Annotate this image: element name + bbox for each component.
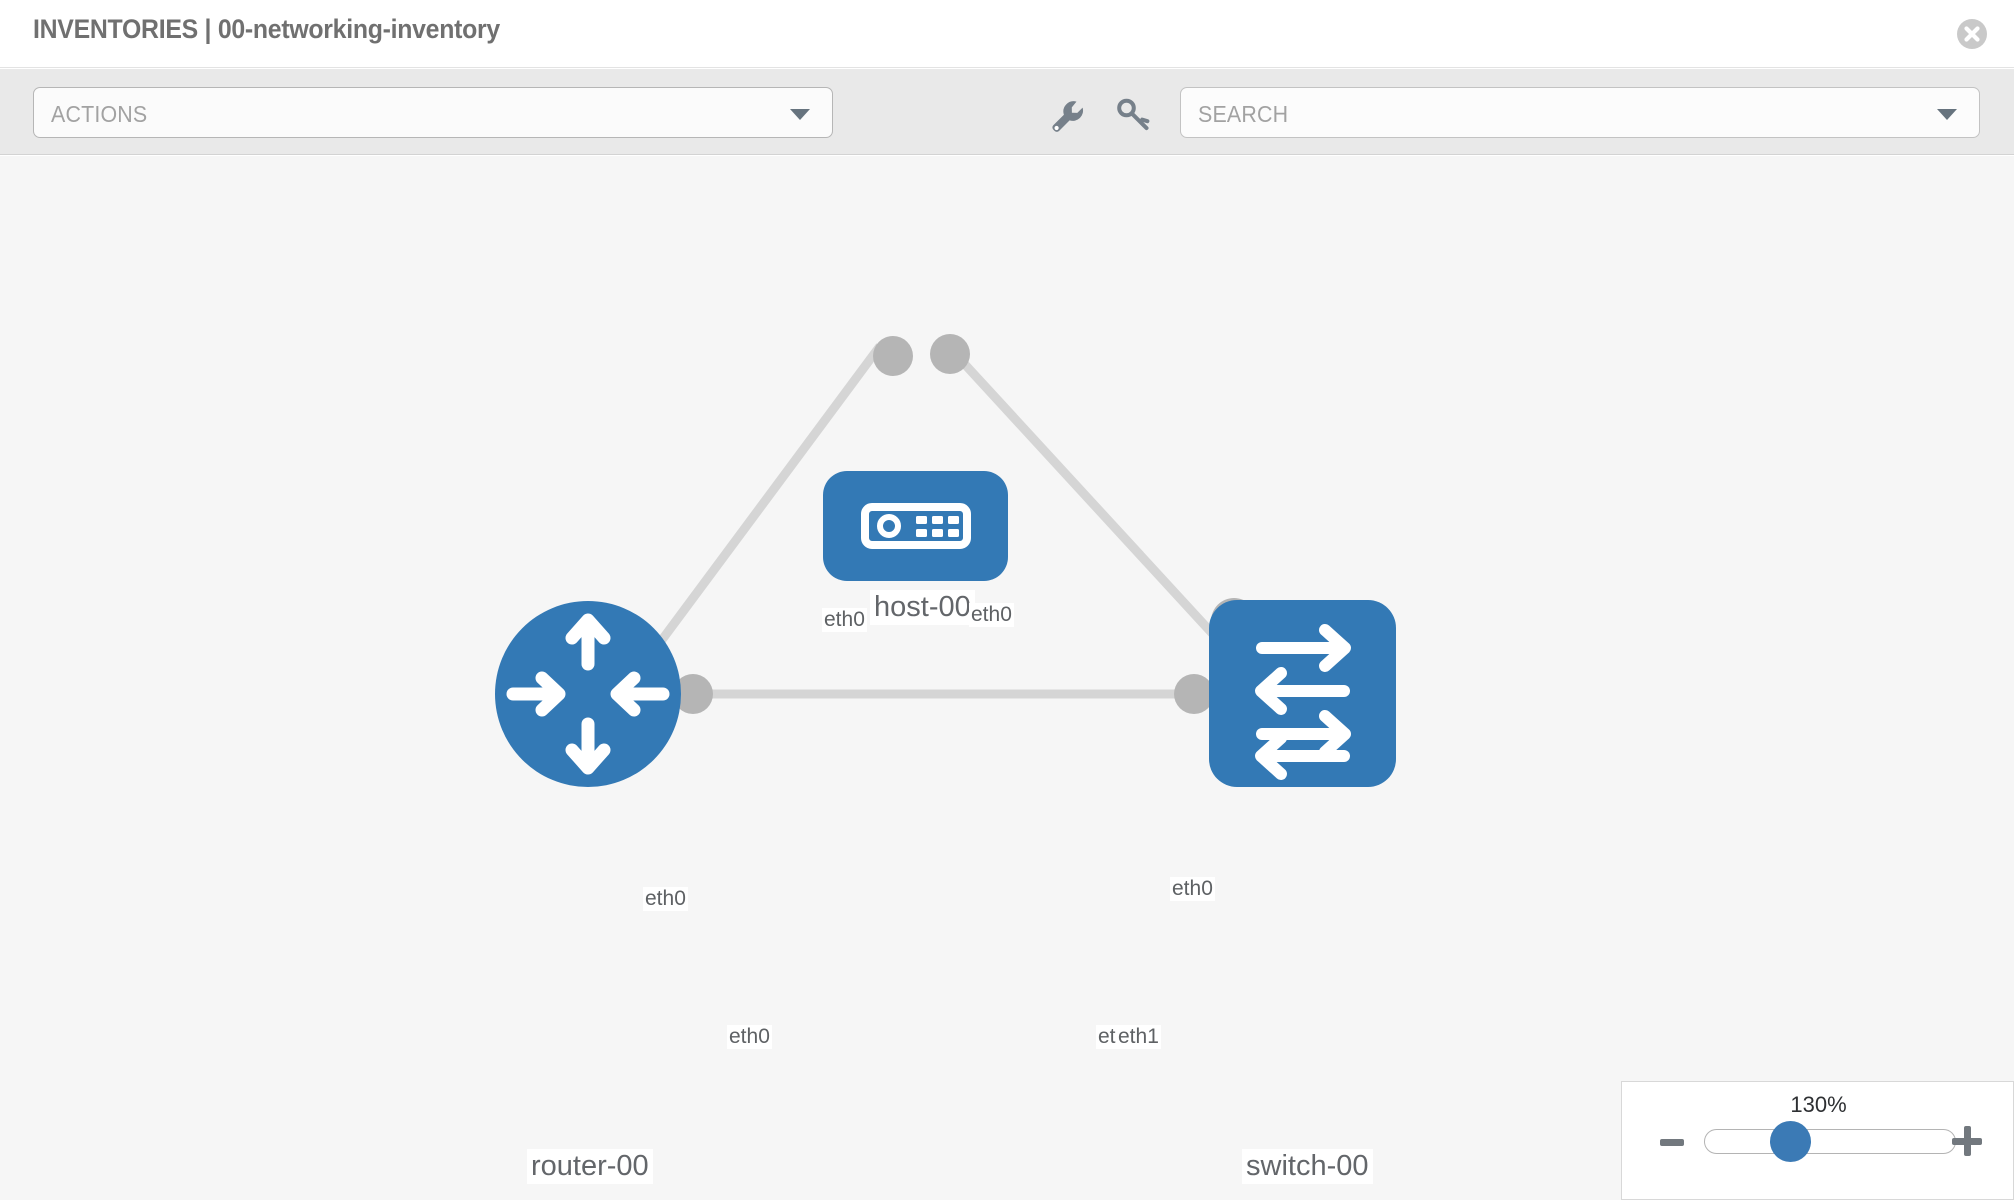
iface-label: eth0 <box>727 1025 772 1050</box>
toolbar: ACTIONS SEARCH <box>0 69 2014 155</box>
link-host-switch <box>944 342 1237 660</box>
connector-dot <box>873 336 913 376</box>
topology-links <box>646 342 1237 699</box>
actions-dropdown[interactable]: ACTIONS <box>33 87 833 138</box>
zoom-level-value: 130% <box>1790 1092 1847 1117</box>
zoom-out-button[interactable] <box>1660 1139 1684 1146</box>
actions-dropdown-label: ACTIONS <box>51 101 148 127</box>
iface-label: eth0 <box>822 608 867 633</box>
page-title: INVENTORIES | 00-networking-inventory <box>33 14 500 44</box>
node-label-switch-00: switch-00 <box>1242 1149 1373 1185</box>
iface-label: eth0 <box>969 603 1014 628</box>
key-icon[interactable] <box>1114 95 1152 133</box>
link-host-router <box>646 343 884 659</box>
node-router-00[interactable] <box>495 601 681 787</box>
zoom-in-button[interactable] <box>1952 1126 1982 1156</box>
iface-label: eth0 <box>1170 877 1215 902</box>
search-input[interactable]: SEARCH <box>1180 87 1980 138</box>
wrench-icon[interactable] <box>1046 95 1084 133</box>
node-host-00[interactable] <box>823 471 1008 581</box>
chevron-down-icon <box>790 109 810 120</box>
chevron-down-icon <box>1937 109 1957 120</box>
node-label-host-00: host-00 <box>870 590 975 626</box>
page-header: INVENTORIES | 00-networking-inventory <box>0 0 2014 68</box>
iface-label: eth0 <box>643 887 688 912</box>
node-switch-00[interactable] <box>1209 600 1396 787</box>
connector-dot <box>930 334 970 374</box>
topology-canvas[interactable]: host-00 router-00 switch-00 eth0 eth0 et… <box>0 156 2014 1200</box>
close-icon[interactable] <box>1956 18 1988 50</box>
zoom-slider-track[interactable] <box>1704 1129 1956 1154</box>
connector-dot <box>673 674 713 714</box>
zoom-slider-thumb[interactable] <box>1770 1121 1811 1162</box>
iface-label: eth1 <box>1116 1025 1161 1050</box>
search-placeholder: SEARCH <box>1198 101 1289 127</box>
topology-graph <box>495 334 1396 787</box>
node-label-router-00: router-00 <box>527 1149 653 1185</box>
zoom-control-panel: 130% <box>1621 1081 2014 1200</box>
connector-dot <box>1174 674 1214 714</box>
